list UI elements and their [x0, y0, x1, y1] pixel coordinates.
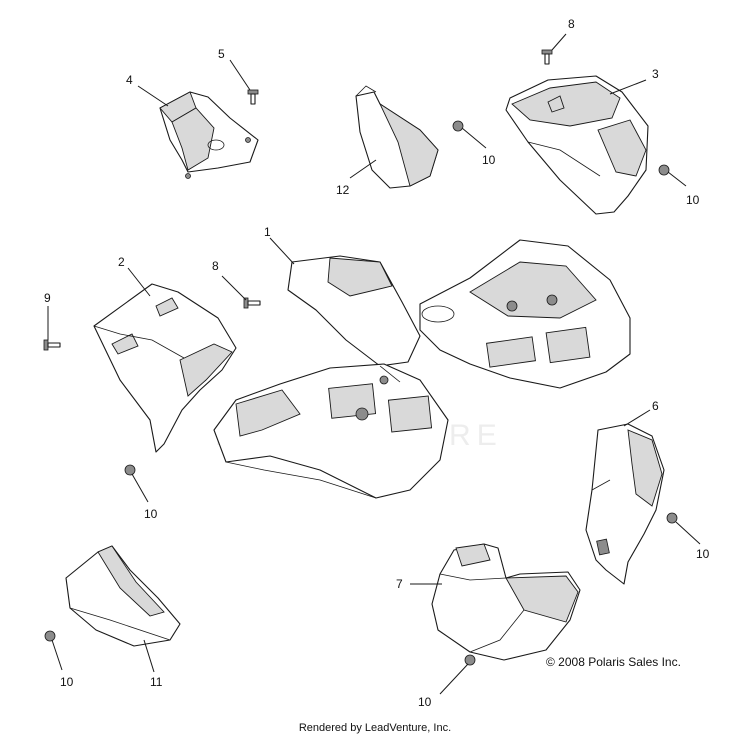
- callout-1: 1: [264, 225, 271, 239]
- copyright-notice: © 2008 Polaris Sales Inc.: [546, 655, 681, 669]
- callout-2: 2: [118, 255, 125, 269]
- bolt-5-icon: [247, 89, 259, 105]
- callout-10-d: 10: [696, 547, 710, 561]
- part-1-main-body: [213, 239, 631, 499]
- part-7-lower-cover: [431, 543, 581, 661]
- push-rivet-icon: [44, 120, 678, 666]
- part-4-front-cover: [159, 91, 259, 179]
- bolt-8-top-icon: [541, 49, 553, 65]
- callout-3: 3: [652, 67, 659, 81]
- callout-5: 5: [218, 47, 225, 61]
- bolt-8-left-icon: [243, 297, 261, 309]
- callout-10-b: 10: [686, 193, 700, 207]
- callout-6: 6: [652, 399, 659, 413]
- part-3-fender-side: [505, 75, 649, 215]
- leader-lines: [47, 33, 701, 695]
- part-6-rear-side-panel: [585, 423, 665, 585]
- callout-10-e: 10: [60, 675, 74, 689]
- part-11-lower-left-cover: [65, 545, 181, 647]
- render-credit: Rendered by LeadVenture, Inc.: [298, 722, 452, 734]
- bolt-9-icon: [43, 339, 61, 351]
- callout-9: 9: [44, 291, 51, 305]
- callout-11: 11: [150, 675, 163, 689]
- part-12-panel: [355, 85, 439, 189]
- callout-labels: 1 2 3 4 5 6 7 8 8 9 10 10 10 10 10 10 11…: [44, 17, 710, 709]
- callout-7: 7: [396, 577, 403, 591]
- part-2-side-panel: [93, 283, 237, 453]
- callout-10-a: 10: [482, 153, 496, 167]
- callout-10-f: 10: [418, 695, 432, 709]
- callout-8-left: 8: [212, 259, 219, 273]
- callout-12: 12: [336, 183, 350, 197]
- callout-8-top: 8: [568, 17, 575, 31]
- callout-4: 4: [126, 73, 133, 87]
- callout-10-c: 10: [144, 507, 158, 521]
